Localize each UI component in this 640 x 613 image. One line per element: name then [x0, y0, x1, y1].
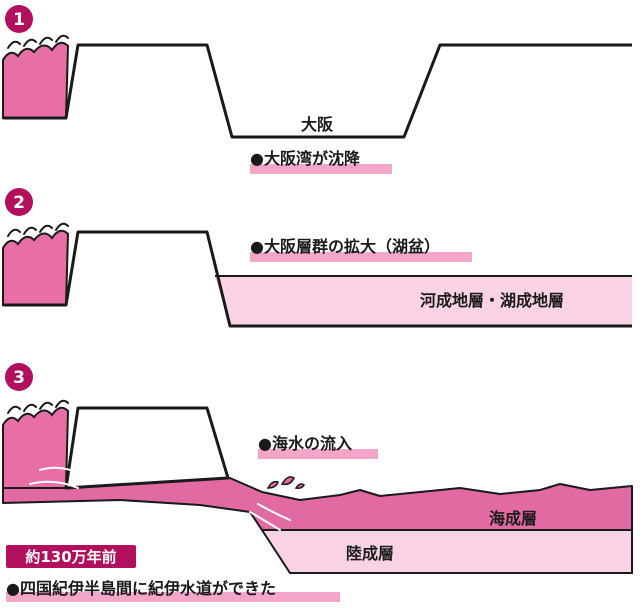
- step-badge-3: [5, 363, 33, 391]
- caption-bar-2: [250, 252, 472, 262]
- sea-wave-3: [2, 406, 70, 489]
- era-badge: [6, 545, 136, 568]
- panel-2: 2 ●大阪層群の拡大（湖盆） 河成地層・湖成地層: [2, 188, 632, 328]
- caption-1: ●大阪湾が沈降: [250, 149, 361, 168]
- sea-wave-2: [2, 229, 70, 306]
- step-badge-1: [5, 5, 33, 33]
- panel-1: 1 大阪 ●大阪湾が沈降: [1, 5, 632, 174]
- marine-inflow-layer: [2, 477, 633, 531]
- caption-2: ●大阪層群の拡大（湖盆）: [250, 237, 440, 256]
- caption-bar-1: [250, 164, 392, 174]
- terrain-profile-1: [3, 43, 632, 139]
- bottom-caption: ●四国紀伊半島間に紀伊水道ができた: [6, 579, 276, 598]
- layer-label-marine: 海成層: [489, 509, 537, 528]
- caption-bar-3: [258, 449, 378, 459]
- tilted-land-block: [64, 406, 230, 490]
- wave-crests-1: [7, 34, 69, 49]
- land-layer: [260, 529, 633, 574]
- wave-crests-3: [7, 399, 69, 414]
- terrain-profile-2: [3, 230, 632, 328]
- basin-label-osaka: 大阪: [301, 115, 334, 134]
- bottom-caption-bar: [6, 592, 340, 602]
- current-streaks: [29, 466, 291, 531]
- caption-3: ●海水の流入: [258, 434, 352, 453]
- layer-label-land: 陸成層: [346, 544, 394, 563]
- step-number-1: 1: [13, 10, 25, 30]
- era-badge-text: 約130万年前: [25, 548, 116, 566]
- step-number-3: 3: [13, 368, 25, 388]
- river-lake-layer: [215, 276, 632, 326]
- sea-wave-1: [1, 41, 70, 119]
- wave-crests-2: [7, 222, 69, 237]
- layer-label-river-lake: 河成地層・湖成地層: [420, 291, 564, 310]
- step-number-2: 2: [13, 193, 25, 213]
- splash-icon: [266, 476, 305, 489]
- step-badge-2: [5, 188, 33, 216]
- panel-3: 3 海成層 陸成層 ●海水の流入 約130万年前 ●四国紀伊半島間に紀伊水道がで…: [2, 363, 633, 602]
